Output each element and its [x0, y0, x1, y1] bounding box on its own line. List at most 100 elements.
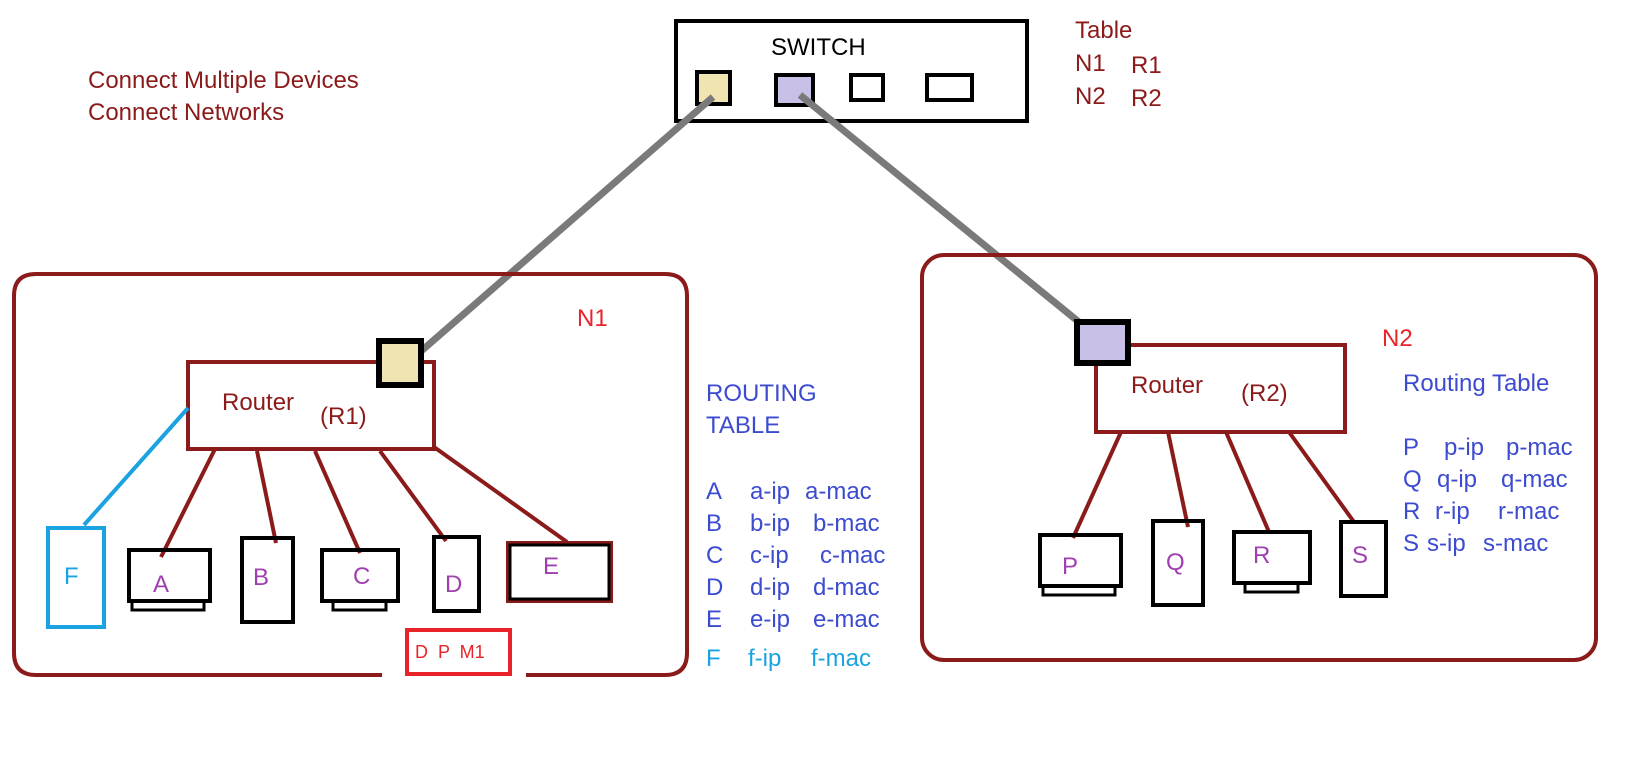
- router-r1-label: Router: [222, 389, 294, 416]
- routing-mac: e-mac: [813, 606, 880, 633]
- link-r2-s: [1287, 430, 1356, 524]
- router-r2-port: [1074, 319, 1131, 366]
- switch-table-net: N1: [1075, 50, 1106, 77]
- device-a-base: [130, 599, 206, 612]
- n2-boundary: [920, 253, 1598, 662]
- switch-table-net: N2: [1075, 83, 1106, 110]
- routing-host: P: [1403, 434, 1419, 461]
- switch-to-r2-link: [797, 92, 1104, 343]
- device-e-label: E: [543, 553, 559, 580]
- routing-ip: r-ip: [1435, 498, 1470, 525]
- routing-mac: d-mac: [813, 574, 880, 601]
- device-b-label: B: [253, 564, 269, 591]
- device-s: [1339, 520, 1388, 598]
- routing-ip: d-ip: [750, 574, 790, 601]
- n1-label: N1: [577, 305, 608, 332]
- switch-port-3: [849, 73, 885, 102]
- routing-host: D: [706, 574, 723, 601]
- link-r1-f: [82, 406, 190, 527]
- switch-table: Table N1 R1 N2 R2: [1075, 17, 1162, 112]
- router-r1-port: [376, 338, 424, 388]
- n2-routing-table: Routing Table P p-ip p-mac Q q-ip q-mac …: [1403, 370, 1573, 557]
- device-e: [506, 541, 613, 603]
- routing-mac: q-mac: [1501, 466, 1568, 493]
- device-p: [1038, 533, 1123, 588]
- device-a: [127, 548, 212, 603]
- device-r: [1232, 530, 1312, 585]
- note-connect-devices: Connect Multiple Devices: [88, 67, 359, 94]
- network-n2: N2 Router (R2) P Q R S: [920, 253, 1598, 662]
- device-d-label: D: [445, 571, 462, 598]
- switch-table-title: Table: [1075, 17, 1132, 44]
- routing-host: Q: [1403, 466, 1422, 493]
- routing-host: A: [706, 478, 722, 505]
- device-p-label: P: [1062, 553, 1078, 580]
- link-r1-b: [255, 450, 278, 544]
- router-r2-id: (R2): [1241, 380, 1288, 407]
- device-s-label: S: [1352, 542, 1368, 569]
- n1-routing-table: ROUTING TABLE A a-ip a-mac B b-ip b-mac …: [706, 380, 885, 672]
- routing-host: F: [706, 645, 721, 672]
- routing-ip: s-ip: [1427, 530, 1466, 557]
- routing-ip: p-ip: [1444, 434, 1484, 461]
- routing-host: R: [1403, 498, 1420, 525]
- routing-ip: f-ip: [748, 645, 781, 672]
- routing-ip: a-ip: [750, 478, 790, 505]
- n1-routing-title: ROUTING: [706, 380, 817, 407]
- n2-routing-title: Routing Table: [1403, 370, 1549, 397]
- device-q-label: Q: [1166, 549, 1185, 576]
- router-r1-id: (R1): [320, 403, 367, 430]
- router-r2: [1094, 343, 1347, 434]
- switch-to-r1-link: [393, 94, 716, 376]
- routing-mac: r-mac: [1498, 498, 1559, 525]
- device-q: [1151, 519, 1205, 607]
- device-r-label: R: [1253, 542, 1270, 569]
- device-r-base: [1243, 581, 1300, 594]
- routing-ip: c-ip: [750, 542, 789, 569]
- routing-ip: b-ip: [750, 510, 790, 537]
- router-r1: [186, 360, 436, 451]
- link-r1-c: [313, 450, 362, 554]
- n1-routing-title: TABLE: [706, 412, 780, 439]
- n1-boundary: [12, 272, 689, 677]
- routing-mac: c-mac: [820, 542, 885, 569]
- note-connect-networks: Connect Networks: [88, 99, 284, 126]
- routing-mac: p-mac: [1506, 434, 1573, 461]
- routing-host: S: [1403, 530, 1419, 557]
- device-b: [240, 536, 295, 624]
- link-r2-q: [1166, 431, 1190, 528]
- switch-table-router: R2: [1131, 85, 1162, 112]
- device-f-label: F: [64, 563, 79, 590]
- packet-box: [405, 628, 512, 676]
- device-c-label: C: [353, 563, 370, 590]
- link-r2-r: [1224, 431, 1271, 533]
- routing-host: E: [706, 606, 722, 633]
- switch-box: [674, 19, 1029, 123]
- device-c-base: [331, 599, 388, 612]
- device-a-label: A: [153, 571, 169, 598]
- link-r1-d: [378, 449, 448, 543]
- device-p-base: [1041, 584, 1117, 597]
- routing-mac: s-mac: [1483, 530, 1548, 557]
- n2-label: N2: [1382, 325, 1413, 352]
- routing-ip: e-ip: [750, 606, 790, 633]
- routing-mac: f-mac: [811, 645, 871, 672]
- network-n1: N1 Router (R1) F A B C D E: [12, 272, 689, 677]
- router-r2-label: Router: [1131, 372, 1203, 399]
- routing-mac: b-mac: [813, 510, 880, 537]
- link-r1-a: [159, 448, 217, 558]
- routing-ip: q-ip: [1437, 466, 1477, 493]
- switch-table-router: R1: [1131, 52, 1162, 79]
- link-r1-e: [432, 445, 569, 544]
- device-d: [432, 535, 481, 613]
- link-r2-p: [1071, 431, 1123, 539]
- routing-host: C: [706, 542, 723, 569]
- device-f: [46, 526, 106, 629]
- packet-label: D P M1: [415, 642, 485, 662]
- routing-host: B: [706, 510, 722, 537]
- switch-label: SWITCH: [771, 34, 866, 61]
- routing-mac: a-mac: [805, 478, 872, 505]
- switch: SWITCH: [674, 19, 1029, 123]
- switch-port-4: [925, 73, 974, 102]
